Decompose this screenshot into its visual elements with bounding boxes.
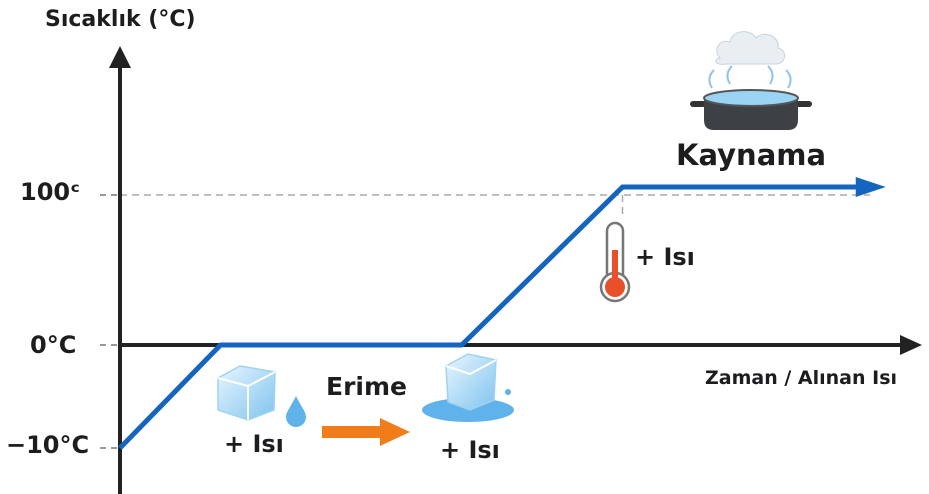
boiling-label: Kaynama xyxy=(676,138,827,172)
tick-label-minus10: −10°C xyxy=(6,431,90,459)
thermometer-icon xyxy=(599,221,631,303)
boiling-pot-icon xyxy=(690,31,812,130)
tick-label-100: 100ᶜ xyxy=(20,178,81,206)
x-axis-label: Zaman / Alınan Isı xyxy=(705,367,898,389)
series-line xyxy=(118,177,886,450)
heat-water-label: + Isı xyxy=(635,243,695,271)
ice-cube-icon xyxy=(217,365,276,421)
melting-arrow-icon xyxy=(322,418,410,446)
y-ticks xyxy=(100,194,120,449)
y-axis xyxy=(109,46,131,494)
reference-lines xyxy=(120,194,870,215)
series-line-path xyxy=(118,184,859,450)
water-drop-icon xyxy=(286,396,306,427)
melting-ice-icon xyxy=(422,353,514,422)
heat-ice-label: + Isı xyxy=(224,430,284,458)
melting-label: Erime xyxy=(326,372,407,401)
reference-line-100 xyxy=(120,194,870,215)
tick-label-0: 0°C xyxy=(30,331,77,359)
heat-melt-label: + Isı xyxy=(440,436,500,464)
y-axis-label: Sıcaklık (°C) xyxy=(45,7,196,32)
series-arrowhead xyxy=(855,177,886,197)
